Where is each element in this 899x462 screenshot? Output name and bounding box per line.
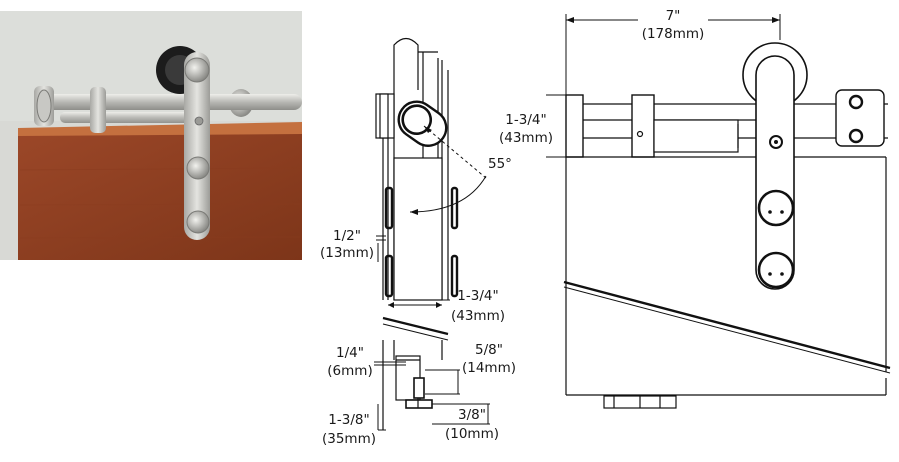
side-view-drawing	[374, 37, 490, 431]
front-wall-bracket	[835, 89, 885, 147]
guide-58-mm: (14mm)	[462, 360, 516, 376]
door-thick-in: 1-3/4"	[457, 288, 498, 304]
width-in: 7"	[666, 8, 681, 24]
front-door-bolt-upper	[757, 189, 795, 227]
width-mm: (178mm)	[642, 26, 705, 42]
front-view-drawing	[546, 14, 891, 409]
photo-door-bolt-upper	[186, 156, 210, 180]
guide-quarter-in: 1/4"	[336, 345, 364, 361]
gap-half-mm: (13mm)	[320, 245, 374, 261]
front-end-stop	[565, 94, 584, 158]
hardware-photo	[0, 11, 302, 260]
photo-rail	[44, 94, 302, 110]
photo-door	[18, 134, 302, 260]
photo-strap	[184, 52, 210, 240]
guide-138-in: 1-3/8"	[328, 412, 369, 428]
guide-138-mm: (35mm)	[322, 431, 376, 447]
front-stop-clamp	[631, 94, 655, 158]
guide-58-in: 5/8"	[475, 342, 503, 358]
guide-38-mm: (10mm)	[445, 426, 499, 442]
photo-stop-clamp	[90, 87, 106, 133]
front-door-bolt-lower	[757, 251, 795, 289]
guide-quarter-mm: (6mm)	[327, 363, 372, 379]
door-thick-mm: (43mm)	[451, 308, 505, 324]
photo-door-bolt-lower	[186, 210, 210, 234]
photo-door-top-edge	[18, 122, 302, 136]
rail-height-in: 1-3/4"	[505, 112, 546, 128]
rail-height-mm: (43mm)	[499, 130, 553, 146]
guide-38-in: 3/8"	[458, 407, 486, 423]
gap-half-in: 1/2"	[333, 228, 361, 244]
angle-label: 55°	[488, 156, 512, 172]
